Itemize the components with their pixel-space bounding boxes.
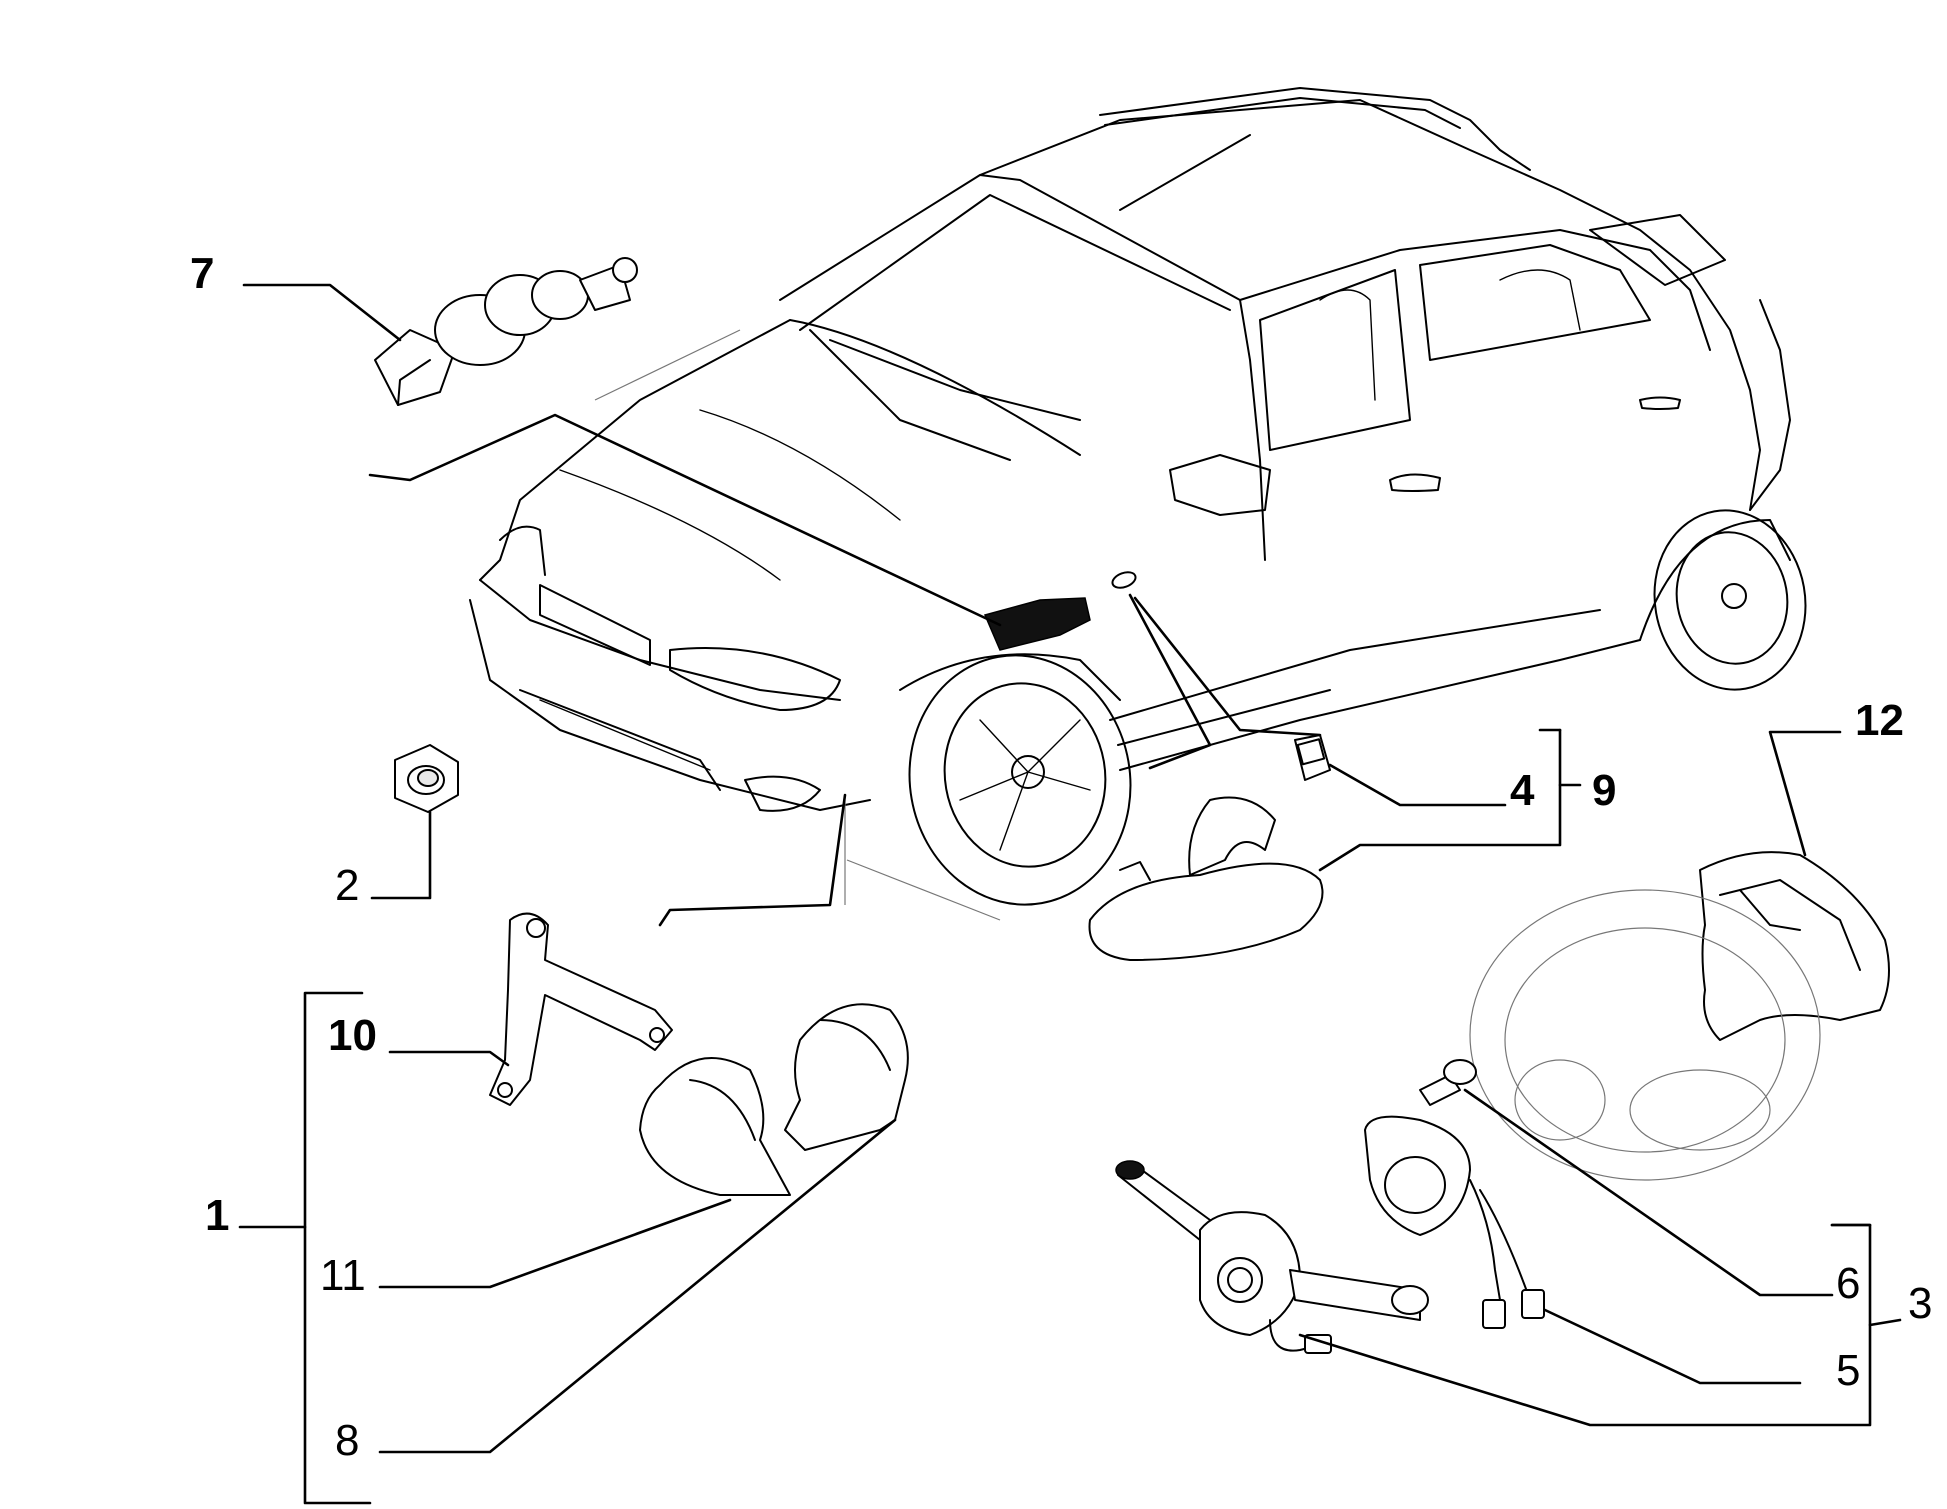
part-10-bracket [489, 912, 673, 1106]
callout-5: 5 [1836, 1346, 1860, 1395]
callout-4: 4 [1510, 766, 1535, 815]
part-2-nut [394, 744, 459, 813]
horn-part-11 [639, 1057, 791, 1196]
part-12-airbag-module [1699, 851, 1890, 1041]
part-9-side-lamp [1088, 796, 1324, 961]
callout-12: 12 [1855, 696, 1904, 745]
callout-2: 2 [335, 861, 359, 910]
callout-1: 1 [205, 1191, 229, 1240]
steering-wheel [1469, 889, 1821, 1181]
callout-11: 11 [320, 1251, 366, 1300]
steering-column-switch [1115, 1160, 1429, 1354]
part-7-pressure-switch [374, 257, 638, 406]
leader-lines [238, 283, 1902, 1505]
callout-10: 10 [328, 1011, 377, 1060]
callout-8: 8 [335, 1416, 359, 1465]
horn-part-8 [784, 1003, 909, 1151]
callout-3: 3 [1908, 1279, 1932, 1328]
car-illustration [469, 87, 1807, 921]
callout-9: 9 [1592, 766, 1616, 815]
callout-7: 7 [190, 249, 214, 298]
part-6-screw [1419, 1059, 1477, 1106]
part-5-clock-spring [1364, 1115, 1545, 1329]
part-4-bulb [1294, 734, 1331, 781]
callout-labels: 7 2 10 1 11 8 4 9 12 6 5 3 [190, 249, 1932, 1465]
callout-6: 6 [1836, 1259, 1860, 1308]
